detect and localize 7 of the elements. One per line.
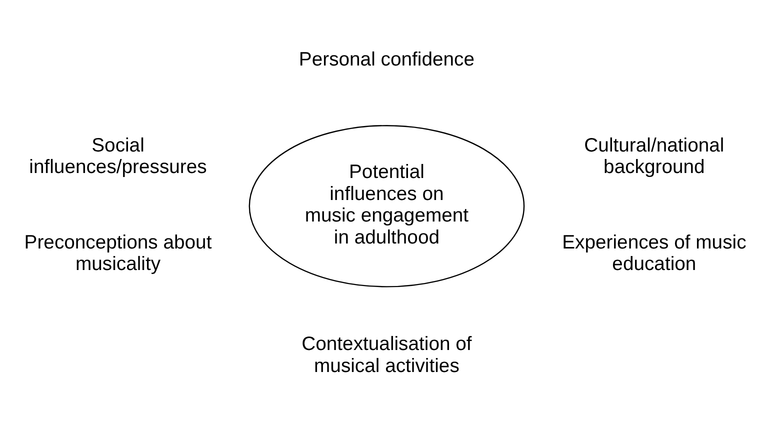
label: Cultural/national background: [584, 134, 724, 178]
label: Experiences of music education: [562, 230, 746, 275]
label: Preconceptions about musicality: [24, 230, 212, 275]
label: Personal confidence: [298, 48, 475, 70]
label: Social influences/pressures: [29, 134, 207, 178]
node-ellipse: Potential influences on music engagement in adulthood: [248, 124, 525, 287]
label: Contextualisation of musical activities: [302, 332, 472, 376]
